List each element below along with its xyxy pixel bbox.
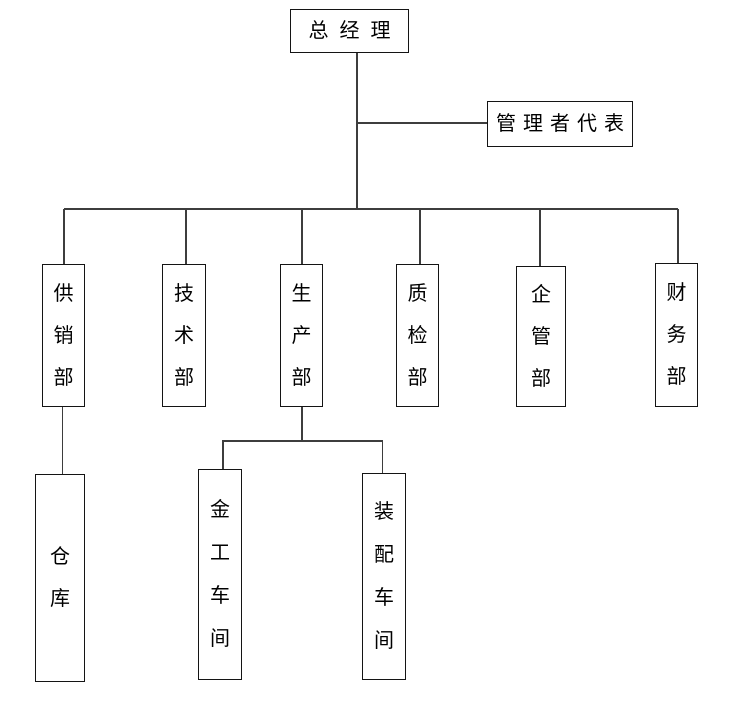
connector-drop-quality: [419, 209, 421, 264]
node-label-char: 销: [53, 324, 74, 347]
node-label-char: 检: [407, 324, 428, 347]
node-label-char: 部: [53, 366, 74, 389]
node-label-char: 产: [291, 324, 312, 347]
node-label-char: 务: [666, 324, 687, 346]
node-label-char: 企: [531, 283, 551, 306]
node-label-char: 部: [531, 367, 551, 390]
node-label-char: 管: [531, 325, 551, 348]
node-label: 总经理: [308, 20, 402, 42]
node-warehouse: 仓库: [35, 474, 85, 682]
connector-drop-finance: [677, 209, 679, 264]
node-dept-production: 生产部: [280, 264, 323, 407]
node-label-char: 间: [210, 628, 230, 650]
node-label-char: 生: [291, 282, 312, 305]
node-label-char: 技: [174, 282, 194, 305]
node-label-char: 间: [374, 630, 394, 652]
connector-ceo-trunk: [356, 53, 358, 209]
connector-main-horizontal: [64, 208, 678, 210]
node-dept-technology: 技术部: [162, 264, 206, 407]
node-dept-supply-sales: 供销部: [42, 264, 85, 407]
node-label: 管理者代表: [496, 113, 631, 135]
connector-drop-assembly-workshop: [381, 441, 383, 473]
node-management-representative: 管理者代表: [487, 101, 633, 147]
node-label-char: 配: [374, 544, 394, 566]
node-label-char: 财: [666, 282, 687, 304]
node-general-manager: 总经理: [290, 9, 409, 53]
node-dept-enterprise-management: 企管部: [516, 266, 566, 407]
connector-drop-enterprise: [539, 209, 541, 267]
node-label-char: 部: [666, 366, 687, 388]
node-label-char: 部: [291, 366, 312, 389]
connector-supply-warehouse: [61, 407, 63, 474]
node-assembly-workshop: 装配车间: [362, 473, 406, 680]
node-label-char: 质: [407, 282, 428, 305]
connector-drop-production: [301, 209, 303, 264]
node-label-char: 库: [50, 588, 70, 610]
connector-drop-tech: [185, 209, 187, 264]
node-label-char: 术: [174, 324, 194, 347]
node-label-char: 部: [174, 366, 194, 389]
connector-rep-branch: [357, 122, 487, 124]
connector-drop-supply: [63, 209, 65, 264]
node-label-char: 金: [210, 499, 230, 521]
connector-workshop-horizontal: [222, 440, 383, 442]
node-label-char: 仓: [50, 546, 70, 568]
node-dept-finance: 财务部: [655, 263, 698, 407]
node-label-char: 部: [407, 366, 428, 389]
node-label-char: 装: [374, 501, 394, 523]
node-dept-quality-inspection: 质检部: [396, 264, 439, 407]
connector-drop-metal-workshop: [222, 441, 224, 469]
node-metalworking-workshop: 金工车间: [198, 469, 242, 680]
node-label-char: 供: [53, 282, 74, 305]
node-label-char: 车: [374, 587, 394, 609]
node-label-char: 工: [210, 542, 230, 564]
node-label-char: 车: [210, 585, 230, 607]
connector-production-stem: [301, 407, 303, 441]
